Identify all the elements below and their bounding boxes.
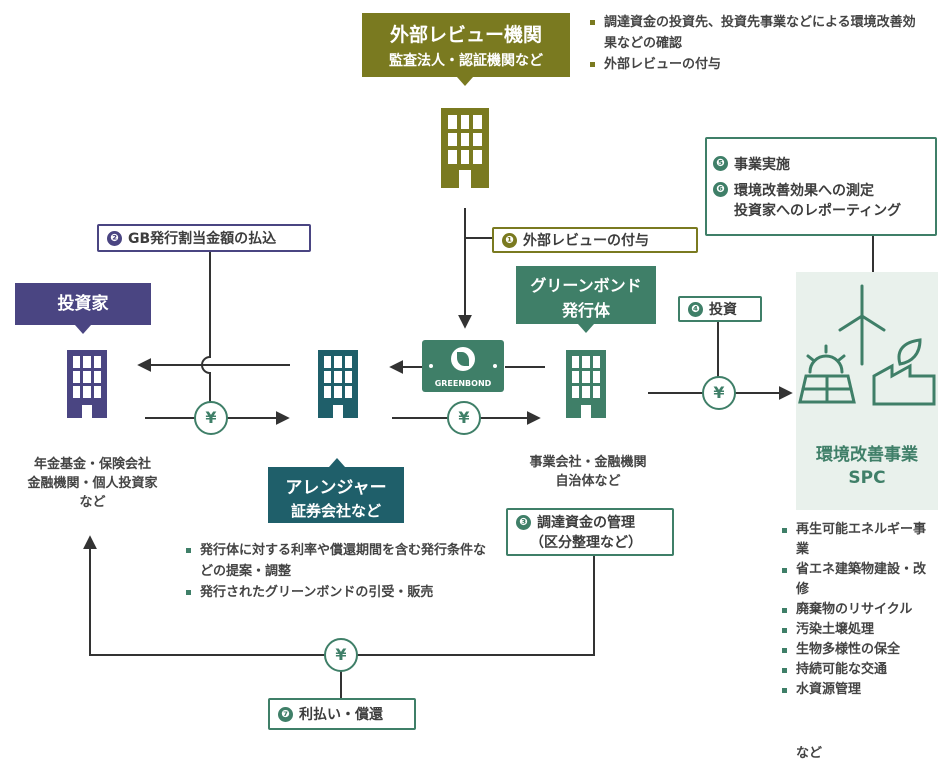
greenbond-ticket-icon: GREENBOND [422,340,504,392]
external-review-building-icon [441,108,489,188]
step5-number: ❺ [713,156,728,171]
investor-tag-pointer [75,325,91,334]
arranger-bullet: 発行されたグリーンボンドの引受・販売 [186,582,486,603]
factory-icon [872,363,936,406]
step1-label: 外部レビューの付与 [523,233,649,249]
external-review-tag-pointer [457,77,473,86]
leaf-icon [451,347,475,371]
spc-project-item: 生物多様性の保全 [782,640,938,660]
spc-footer: など [796,746,823,761]
step4-number: ❹ [688,301,703,317]
external-review-bullets: 調達資金の投資先、投資先事業などによる環境改善効果などの確認 外部レビューの付与 [590,12,925,75]
step7-label: 利払い・償還 [299,707,383,723]
arranger-title: アレンジャー [285,478,387,498]
wind-turbine-blade [838,314,864,332]
yen-coin-icon: ¥ [447,401,481,435]
yen-coin-icon: ¥ [194,401,228,435]
step7-number: ❼ [278,706,293,722]
solar-panel-icon [798,374,856,404]
investor-description: 年金基金・保険会社 金融機関・個人投資家 など [5,455,180,512]
step1-box: ❶ 外部レビューの付与 [492,227,698,253]
issuer-title: グリーンボンド [530,276,642,295]
yen-coin-icon: ¥ [702,376,736,410]
investor-tag: 投資家 [15,283,151,325]
step2-drop-line [201,252,211,408]
issuer-title-line2: 発行体 [561,301,610,320]
step3-label: 調達資金の管理 [537,515,635,531]
step6-label-line2: 投資家へのレポーティング [734,202,902,219]
issuer-tag: グリーンボンド 発行体 [516,266,656,324]
step5-6-box: ❺ 事業実施 ❻ 環境改善効果への測定 投資家へのレポーティング [705,137,937,236]
step5-label: 事業実施 [734,156,790,173]
step3-label-line2: （区分整理など） [530,535,642,551]
arranger-bullets: 発行体に対する利率や償還期間を含む発行条件などの提案・調整 発行されたグリーンボ… [186,540,486,603]
investor-desc-line: 年金基金・保険会社 [33,457,151,472]
issuer-description: 事業会社・金融機関 自治体など [508,453,668,491]
sun-icon [808,354,844,374]
step6-number: ❻ [713,182,728,197]
issuer-desc-line: 自治体など [555,474,621,489]
external-review-subtitle: 監査法人・認証機関など [389,53,543,69]
step2-label: GB発行割当金額の払込 [128,231,277,247]
step2-number: ❷ [107,230,122,246]
yen-coin-icon: ¥ [324,638,358,672]
step6-label: 環境改善効果への測定 [734,182,874,199]
spc-project-item: 省エネ建築物建設・改修 [782,560,938,600]
spc-project-item: 水資源管理 [782,680,938,700]
spc-project-item: 廃棄物のリサイクル [782,600,938,620]
step1-number: ❶ [502,232,517,248]
wind-turbine-blade [860,314,886,332]
renewable-energy-icon [798,284,936,406]
investor-desc-line: 金融機関・個人投資家 [27,476,158,491]
spc-subtitle: SPC [848,468,886,488]
external-review-title: 外部レビュー機関 [389,24,542,46]
investor-desc-line: など [79,495,106,510]
spc-panel [796,272,938,510]
external-review-bullet: 調達資金の投資先、投資先事業などによる環境改善効果などの確認 [590,12,925,54]
spc-project-item: 持続可能な交通 [782,660,938,680]
external-review-bullet: 外部レビューの付与 [590,54,925,75]
arranger-building-icon [318,350,358,418]
arranger-tag: アレンジャー 証券会社など [268,467,404,523]
plant-leaf-icon [897,338,922,366]
greenbond-label: GREENBOND [434,379,492,388]
external-review-tag: 外部レビュー機関 監査法人・認証機関など [362,13,570,77]
issuer-building-icon [566,350,606,418]
arranger-subtitle: 証券会社など [290,502,381,520]
investor-title: 投資家 [57,294,109,314]
arranger-tag-pointer [329,458,345,467]
issuer-desc-line: 事業会社・金融機関 [529,455,647,470]
investor-building-icon [67,350,107,418]
step2-box: ❷ GB発行割当金額の払込 [97,224,311,252]
spc-project-item: 再生可能エネルギー事業 [782,520,938,560]
spc-project-bullets: 再生可能エネルギー事業 省エネ建築物建設・改修 廃棄物のリサイクル 汚染土壌処理… [782,520,938,700]
step3-number: ❸ [516,514,531,530]
issuer-tag-pointer [578,324,594,333]
step4-label: 投資 [709,302,737,318]
step7-box: ❼ 利払い・償還 [268,698,416,730]
spc-project-item: 汚染土壌処理 [782,620,938,640]
spc-title: 環境改善事業 [816,445,918,465]
arranger-bullet: 発行体に対する利率や償還期間を含む発行条件などの提案・調整 [186,540,486,582]
step3-box: ❸ 調達資金の管理 （区分整理など） [506,508,674,556]
step4-box: ❹ 投資 [678,296,762,322]
